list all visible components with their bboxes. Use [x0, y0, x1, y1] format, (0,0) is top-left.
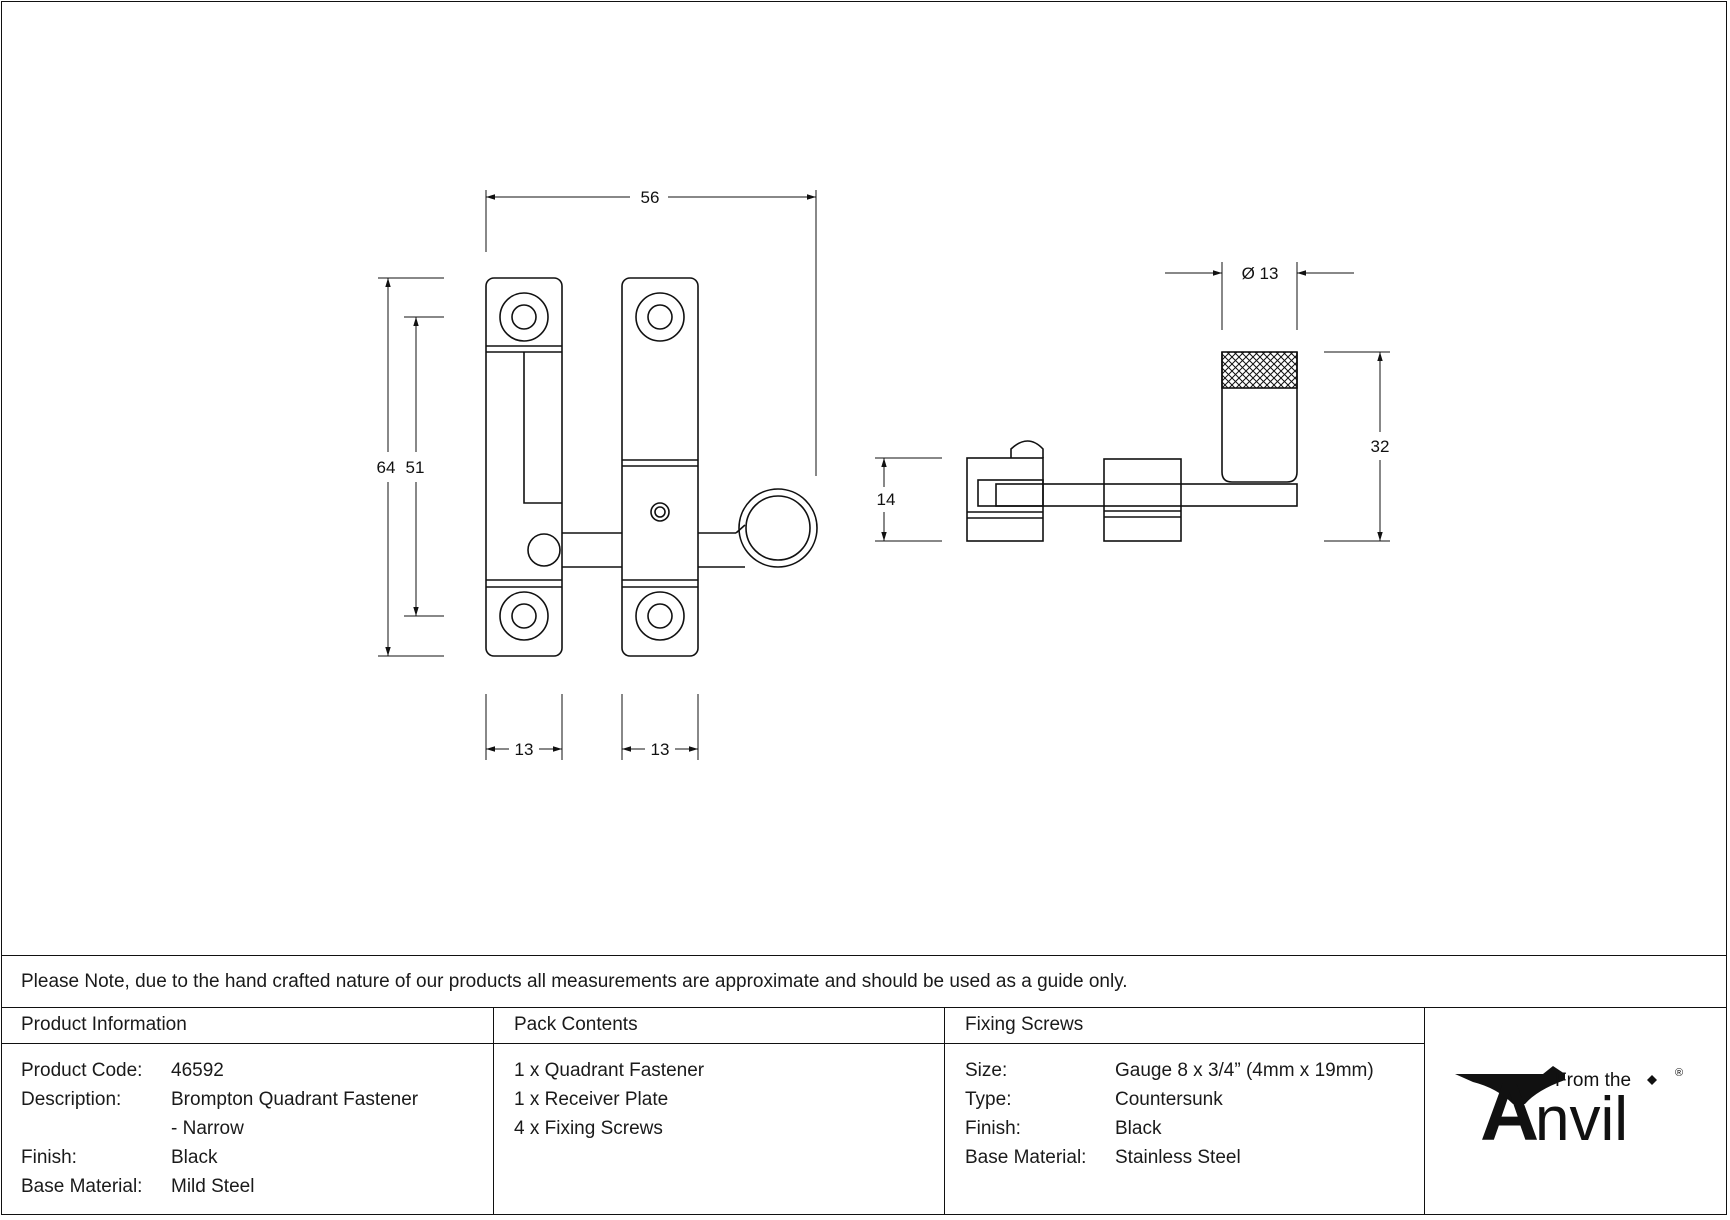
- arm-bar: [995, 483, 1298, 507]
- registered-mark: ®: [1675, 1067, 1683, 1079]
- row-value: - Narrow: [171, 1118, 244, 1139]
- row-value: Brompton Quadrant Fastener: [171, 1089, 419, 1110]
- screw-hole: [499, 292, 549, 342]
- row-label: [21, 1114, 171, 1143]
- pack-contents-panel: Pack Contents 1 x Quadrant Fastener 1 x R…: [494, 1008, 945, 1215]
- row-label: Description:: [21, 1089, 122, 1110]
- info-row: Type: Countersunk: [965, 1085, 1424, 1114]
- fixing-screws-heading: Fixing Screws: [945, 1008, 1424, 1044]
- info-row: Size: Gauge 8 x 3/4” (4mm x 19mm): [965, 1056, 1424, 1085]
- product-information-heading: Product Information: [1, 1008, 493, 1044]
- row-value: Black: [171, 1147, 218, 1168]
- row-label: Base Material:: [965, 1147, 1087, 1168]
- side-dimension-labels: 14 Ø 13 32: [877, 264, 1390, 509]
- stop-pin: [527, 533, 561, 567]
- row-value: Stainless Steel: [1115, 1147, 1241, 1168]
- front-view: [485, 277, 818, 657]
- front-dimensions: [378, 190, 817, 760]
- knob: [738, 488, 818, 568]
- pin-head: [1010, 440, 1044, 458]
- pack-item: 1 x Quadrant Fastener: [514, 1060, 705, 1081]
- left-plate: [485, 277, 563, 657]
- dim-plate-width-right: 13: [651, 740, 670, 759]
- dim-overall-height: 64: [377, 458, 396, 477]
- fixing-screws-panel: Fixing Screws Size: Gauge 8 x 3/4” (4mm x…: [945, 1008, 1425, 1215]
- info-row: - Narrow: [21, 1114, 493, 1143]
- fixing-screws-rows: Size: Gauge 8 x 3/4” (4mm x 19mm) Type: Cou…: [945, 1044, 1424, 1172]
- row-value: Mild Steel: [171, 1176, 255, 1197]
- pack-item: 4 x Fixing Screws: [514, 1118, 663, 1139]
- anvil-icon: [1455, 1066, 1565, 1104]
- logo-rest: nvil: [1535, 1085, 1628, 1154]
- knob-body: [1221, 352, 1298, 483]
- dim-knob-height: 32: [1371, 437, 1390, 456]
- logo-initial: A: [1480, 1067, 1539, 1158]
- technical-drawing: 56 64 51 13 13 14 Ø 13 32: [377, 188, 1390, 760]
- row-value: Countersunk: [1115, 1089, 1223, 1110]
- pack-contents-list: 1 x Quadrant Fastener 1 x Receiver Plate 4…: [494, 1044, 944, 1143]
- anvil-logo: A nvil From the ®: [1425, 1008, 1727, 1215]
- middle-block: [1103, 458, 1182, 542]
- info-row: Base Material: Stainless Steel: [965, 1143, 1424, 1172]
- row-value: Black: [1115, 1118, 1162, 1139]
- knurled-cap: [1221, 351, 1298, 389]
- dim-side-height: 14: [877, 490, 896, 509]
- screw-hole: [499, 591, 549, 641]
- row-label: Size:: [965, 1060, 1008, 1081]
- row-value: 46592: [171, 1060, 224, 1081]
- info-row: Finish: Black: [21, 1143, 493, 1172]
- row-label: Finish:: [21, 1147, 77, 1168]
- row-label: Product Code:: [21, 1060, 143, 1081]
- front-dimension-labels: 56 64 51 13 13: [377, 188, 670, 759]
- pack-contents-heading: Pack Contents: [494, 1008, 944, 1044]
- row-label: Finish:: [965, 1118, 1021, 1139]
- pack-item: 1 x Receiver Plate: [514, 1089, 669, 1110]
- dim-knob-diameter: Ø 13: [1242, 264, 1279, 283]
- row-label: Type:: [965, 1089, 1012, 1110]
- right-plate: [621, 277, 699, 657]
- info-row: Product Code: 46592: [21, 1056, 493, 1085]
- screw-hole: [635, 292, 685, 342]
- row-label: Base Material:: [21, 1176, 143, 1197]
- row-value: Gauge 8 x 3/4” (4mm x 19mm): [1115, 1060, 1374, 1081]
- disclaimer-note: Please Note, due to the hand crafted nat…: [1, 955, 1727, 1008]
- side-view: [966, 351, 1298, 542]
- dim-plate-width-left: 13: [515, 740, 534, 759]
- dim-hole-centres: 51: [406, 458, 425, 477]
- pivot-screw: [650, 502, 670, 522]
- side-dimensions: [875, 262, 1390, 542]
- dim-overall-width: 56: [641, 188, 660, 207]
- info-row: Description: Brompton Quadrant Fastener: [21, 1085, 493, 1114]
- logo-small-text: From the: [1555, 1070, 1631, 1091]
- info-row: Finish: Black: [965, 1114, 1424, 1143]
- screw-hole: [635, 591, 685, 641]
- info-row: Base Material: Mild Steel: [21, 1172, 493, 1201]
